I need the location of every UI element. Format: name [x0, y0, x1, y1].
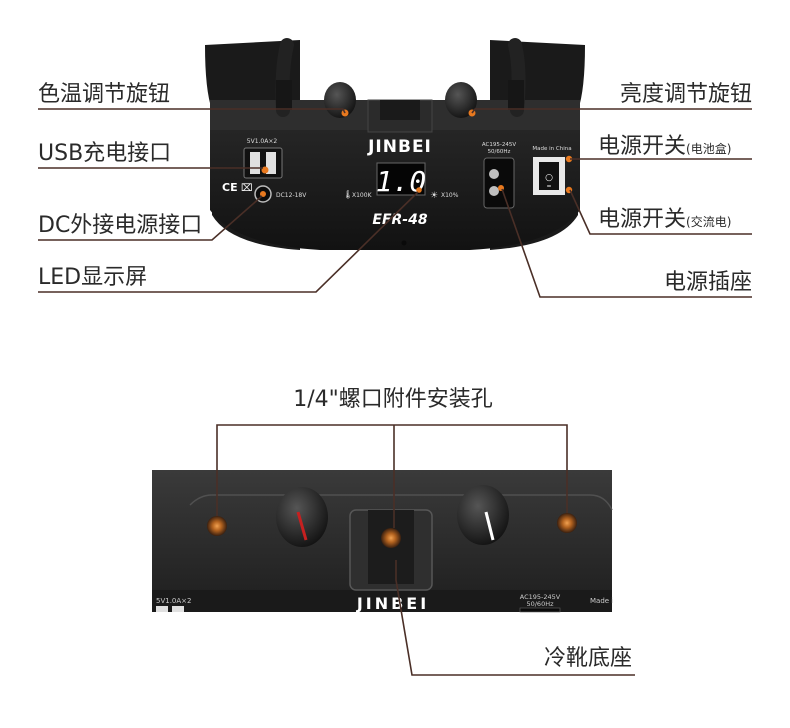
- bottom-knob-right-icon: [457, 485, 509, 545]
- made-in-text: Made in China: [532, 146, 571, 152]
- temp-unit-text: X100K: [352, 192, 373, 199]
- sun-icon: ☀: [430, 191, 438, 201]
- brightness-unit-text: X10%: [441, 192, 459, 199]
- label-usb-port: USB充电接口: [38, 141, 171, 166]
- label-brightness-knob: 亮度调节旋钮: [620, 82, 752, 107]
- top-device: JINBEI 5V1.0A×2 CE ⌧ DC12-18V 1.0 🌡︎ X10…: [205, 38, 585, 250]
- bottom-ac-spec-1-text: AC195-245V: [520, 593, 561, 601]
- thermometer-icon: 🌡︎: [343, 190, 353, 199]
- model-text: EFR-48: [372, 212, 427, 228]
- leader-line-mount-right: [394, 424, 568, 513]
- top-brand-text: JINBEI: [367, 137, 432, 157]
- label-power-switch-ac-main: 电源开关: [598, 207, 686, 232]
- label-power-switch-battery-sub: (电池盒): [686, 141, 731, 156]
- leader-line-led: [38, 191, 419, 293]
- bottom-brand-text: JINBEI: [356, 594, 429, 613]
- bottom-device: 5V1.0A×2 JINBEI AC195-245V 50/60Hz Made …: [152, 470, 613, 613]
- leader-line-switch-ac: [569, 189, 752, 235]
- bottom-ac-spec-2-text: 50/60Hz: [526, 600, 554, 608]
- color-temp-knob-icon: [324, 82, 356, 118]
- leader-line-mount-left: [216, 424, 394, 516]
- label-mount-holes: 1/4"螺口附件安装孔: [293, 387, 493, 412]
- mount-hole-right-icon: [557, 513, 577, 533]
- leader-line-brightness: [471, 108, 752, 114]
- top-leader-lines: [38, 108, 752, 298]
- svg-text:○: ○: [545, 173, 553, 183]
- label-led-display: LED显示屏: [38, 265, 147, 290]
- label-power-socket: 电源插座: [664, 270, 752, 295]
- bottom-usb-spec-text: 5V1.0A×2: [156, 597, 191, 605]
- leader-line-dc: [38, 195, 263, 241]
- svg-text:=: =: [546, 183, 551, 190]
- callout-labels: 色温调节旋钮 USB充电接口 DC外接电源接口 LED显示屏 亮度调节旋钮 电源…: [38, 82, 752, 671]
- ac-spec-1-text: AC195-245V: [482, 142, 516, 148]
- bottom-knob-left-icon: [276, 487, 328, 547]
- label-dc-port: DC外接电源接口: [38, 213, 202, 238]
- leader-line-color-temp: [38, 108, 346, 114]
- label-power-switch-ac: 电源开关(交流电): [598, 207, 731, 232]
- ce-mark-text: CE: [222, 181, 238, 194]
- label-cold-shoe: 冷靴底座: [544, 646, 632, 671]
- bottom-made-in-text: Made i: [590, 597, 613, 605]
- label-power-switch-battery: 电源开关(电池盒): [598, 134, 731, 159]
- weee-icon: ⌧: [241, 183, 253, 194]
- mount-hole-center-icon: [381, 528, 401, 548]
- led-display-icon: 1.0: [376, 162, 427, 198]
- dc-spec-text: DC12-18V: [276, 192, 307, 199]
- leader-line-cold-shoe: [395, 560, 635, 676]
- ac-spec-2-text: 50/60Hz: [488, 149, 511, 155]
- power-switch-icon: ○ =: [533, 155, 573, 195]
- leader-line-socket: [501, 188, 752, 298]
- label-color-temp-knob: 色温调节旋钮: [38, 82, 170, 107]
- bottom-leader-lines: [216, 424, 635, 676]
- label-power-switch-ac-sub: (交流电): [686, 214, 731, 229]
- label-power-switch-battery-main: 电源开关: [598, 134, 686, 159]
- usb-spec-text: 5V1.0A×2: [247, 138, 278, 145]
- ac-socket-icon: [483, 157, 515, 209]
- usb-port-icon: [243, 147, 283, 179]
- mount-hole-left-icon: [207, 516, 227, 536]
- display-value-text: 1.0: [376, 165, 427, 198]
